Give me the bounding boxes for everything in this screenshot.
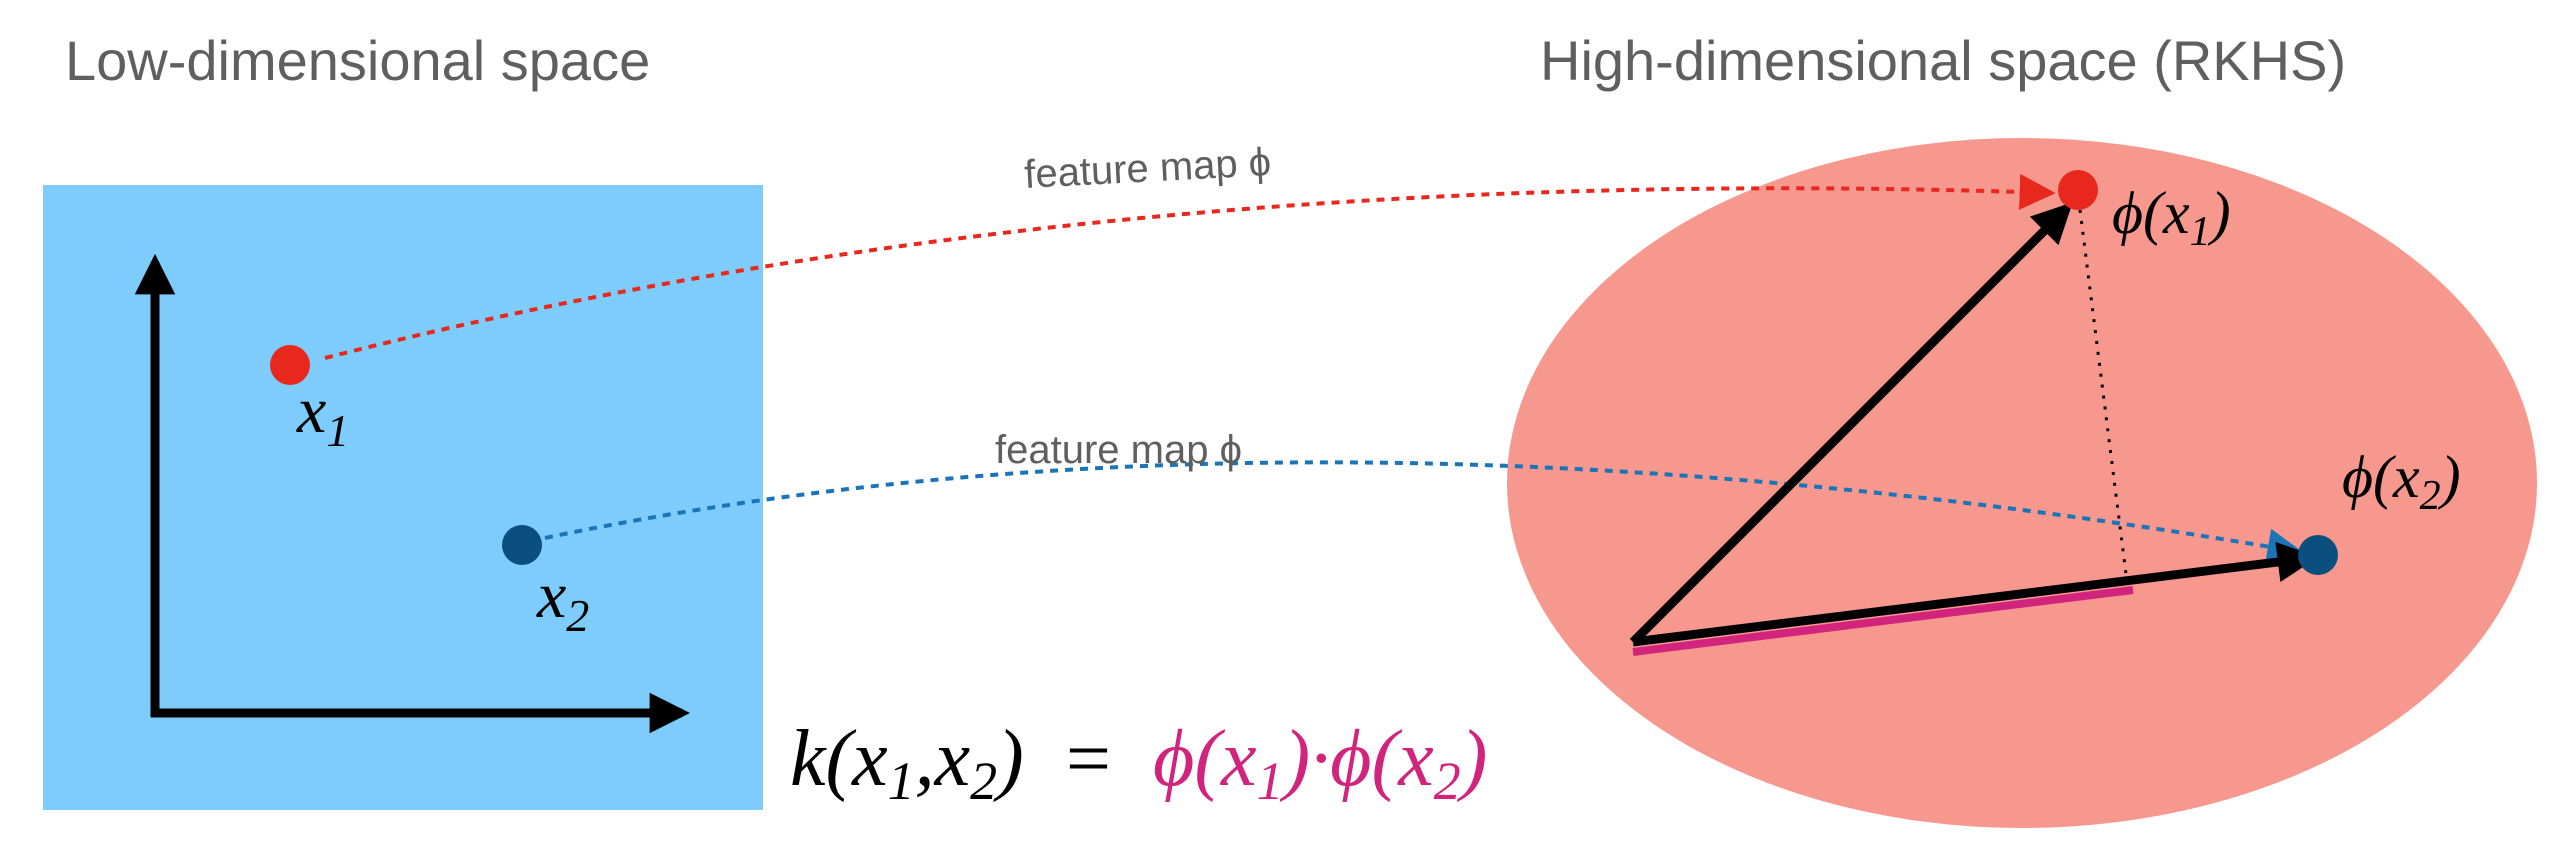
point-phi-x2 (2298, 535, 2338, 575)
feature-map-arrow-x1 (324, 173, 2056, 360)
low-dim-space-title: Low-dimensional space (65, 29, 650, 92)
label-phi-x2: ϕ(x2) (2342, 444, 2461, 519)
kernel-equation: k(x1,x2) = ϕ(x1)·ϕ(x2) (790, 715, 1487, 811)
kernel-equation-equals: = (1066, 715, 1111, 803)
point-phi-x1 (2058, 170, 2098, 210)
projection-line (1632, 586, 2134, 656)
label-phi-x1: ϕ(x1) (2112, 180, 2231, 255)
kernel-equation-rhs: ϕ(x (1153, 715, 1257, 803)
point-x2 (502, 525, 542, 565)
feature-map-label-bottom: feature map ϕ (995, 428, 1242, 472)
label-x1: x1 (296, 374, 349, 456)
point-x1 (270, 345, 310, 385)
vector-phi-x1 (1629, 202, 2073, 646)
high-dim-space-region (1507, 138, 2537, 828)
feature-map-label-top: feature map ϕ (1023, 140, 1272, 197)
high-dim-space-title: High-dimensional space (RKHS) (1540, 29, 2346, 92)
vector-phi-x2 (1632, 541, 2319, 647)
projection-dotted-drop (2078, 209, 2129, 583)
label-x2: x2 (536, 559, 589, 641)
kernel-equation-lhs-pre: k(x (790, 715, 888, 803)
